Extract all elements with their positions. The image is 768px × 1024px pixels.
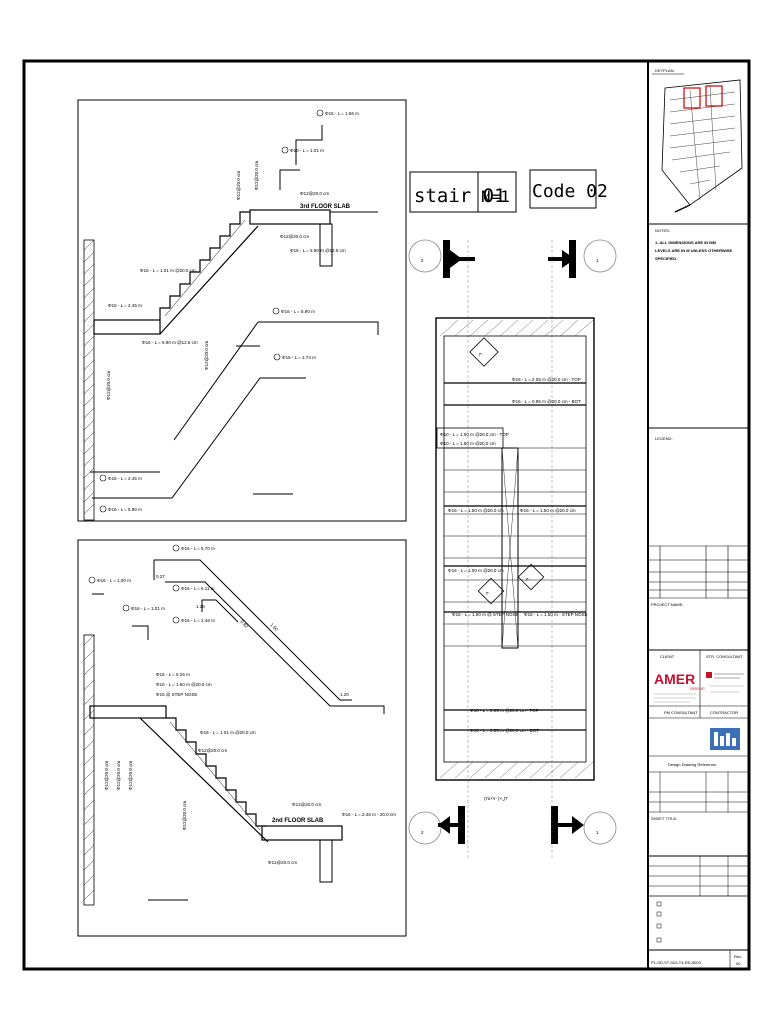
plan-bar: Φ16 - L = 2.05 m @20.0 cm - TOP: [470, 708, 539, 713]
bar-label: Φ16 - L = 1.01 m @20.0 cm: [140, 268, 196, 273]
bar-label: Φ12@20.0 cm: [280, 234, 309, 239]
svg-text:AMER: AMER: [654, 671, 695, 687]
plan-bar: Φ16 - L = 1.50 m @20.0 cm: [448, 508, 504, 513]
bar-label: Φ16 - L = 1.60 m @20.0 cm: [156, 682, 212, 687]
section-a: 3rd FLOOR SLAB Φ12@20.0 cm Φ12@20.0 cm Φ…: [77, 99, 407, 522]
bar-label: Φ16 - L = 2.74 m: [282, 355, 316, 360]
rev-value: 00: [736, 961, 741, 966]
bar-label: Φ12@20.0 cm: [198, 748, 227, 753]
client-logo: AMER GROUP: [654, 671, 705, 703]
section-marker: 1: [548, 239, 617, 278]
svg-text:1: 1: [596, 830, 599, 835]
keyplan-title: KEYPLAN:: [655, 68, 675, 73]
bar-label: Φ16 @ STEP NOSE: [156, 692, 197, 697]
slab-label-3rd: 3rd FLOOR SLAB: [300, 204, 351, 210]
pm-consultant-label: PM CONSULTANT: [664, 710, 698, 715]
client-label: CLIENT: [660, 654, 675, 659]
section-marker: 2: [408, 806, 465, 845]
section-b: 2nd FLOOR SLAB Φ16 - L = 5.70 m 0.27 1.2…: [77, 539, 407, 937]
bar-label: Φ12@20.0 cm: [116, 761, 121, 790]
bar-label: Φ12@20.0 cm: [106, 371, 111, 400]
svg-text:2: 2: [421, 830, 424, 835]
dim-label: 1.50: [269, 622, 279, 632]
design-ref-label: Design Drawing Reference:: [668, 762, 717, 767]
level-tag: ٣٠: [517, 563, 545, 591]
bar-label: Φ12@20.0 cm: [128, 761, 133, 790]
consultant-logo: [706, 672, 744, 693]
slab-label-2nd: 2nd FLOOR SLAB: [272, 818, 324, 824]
bar-label: Φ16 - L = 5.70 m: [181, 546, 215, 551]
plan-bar: Φ10 - L = 1.00 m @20.0 cm - TOP: [440, 432, 509, 437]
notes-line-3: SPECIFIED.: [655, 256, 677, 261]
bar-label: Φ16 - L = 2.48 m - 20.0 cm: [342, 812, 396, 817]
notes-title: NOTES:: [655, 228, 670, 233]
bar-label: Φ16 - L = 1.00 m: [97, 578, 131, 583]
level-tag: ٣٠: [469, 337, 499, 367]
bar-label: Φ12@20.0 cm: [204, 341, 209, 370]
dim-label: 1.20: [196, 604, 205, 609]
code-label: Code 02: [532, 181, 608, 202]
stair-plan: stair 01 N=1 Code 02 2 1 2 1: [408, 169, 617, 860]
notes-line-2: LEVELS ARE IN M UNLESS OTHERWISE: [655, 248, 732, 253]
svg-text:٣٠: ٣٠: [479, 352, 484, 357]
bar-label: Φ12@20.0 cm: [236, 171, 241, 200]
legend-title: LEGEND:: [655, 436, 673, 441]
sheet-title-label: SHEET TITLE:: [651, 816, 677, 821]
dim-label: 0.27: [156, 574, 165, 579]
contractor-logo: [710, 728, 740, 750]
bar-label: Φ16 - L = 2.48 m: [181, 618, 215, 623]
beam-label: (٧٠×٢٥)×٣ل: [484, 796, 508, 801]
bar-label: Φ12@20.0 cm: [300, 191, 329, 196]
bar-label: Φ16 - L = 1.01 m @20.0 cm: [200, 730, 256, 735]
stair-label: stair 01: [414, 185, 506, 207]
svg-text:GROUP: GROUP: [690, 686, 705, 691]
rev-label: Rev.: [734, 954, 742, 959]
plan-bar: Φ16 - L = 1.00 m @ STEP NOSE: [452, 612, 519, 617]
contractor-label: CONTRACTOR: [710, 710, 738, 715]
plan-bar: Φ16 - L = 2.05 m @20.0 cm - TOP: [512, 377, 581, 382]
bar-label: Φ16 - L = 2.45 m: [108, 303, 142, 308]
plan-bar: Φ16 - L = 1.50 m - STEP NOSE: [524, 612, 588, 617]
level-tag: ٣٠: [477, 577, 505, 605]
notes-line-1: 1- ALL DIMENSIONS ARE IN MM: [655, 240, 717, 245]
bar-label: Φ16 - L = 5.90 m @12.5 cm: [290, 248, 346, 253]
bar-label: Φ12@20.0 cm: [182, 801, 187, 830]
bar-label: Φ12@20.0 cm: [268, 860, 297, 865]
svg-text:٣٠: ٣٠: [526, 577, 531, 582]
bar-label: Φ16 - L = 1.56 m: [325, 111, 359, 116]
bar-label: Φ16 - L = 5.90 m: [108, 507, 142, 512]
sheet-border: [22, 59, 751, 971]
bar-label: Φ12@20.0 cm: [254, 161, 259, 190]
bar-label: Φ12@20.0 cm: [104, 761, 109, 790]
section-marker: 2: [408, 239, 475, 278]
bar-label: Φ16 - L = 5.90 m: [281, 309, 315, 314]
title-block: KEYPLAN: NOTES: 1- ALL DIMENSIONS ARE IN…: [648, 68, 749, 969]
plan-bar: Φ16 - L = 1.00 m @20.0 cm: [448, 568, 504, 573]
n-label: N=1: [481, 187, 510, 206]
dim-label: 1.20: [340, 692, 349, 697]
svg-text:٣٠: ٣٠: [486, 591, 491, 596]
bar-label: Φ12@20.0 cm: [292, 802, 321, 807]
consultant-label: STR. CONSULTANT: [706, 654, 743, 659]
bar-label: Φ16 - L = 5.26 m: [156, 672, 190, 677]
bar-label: Φ16 - L = 1.01 m: [131, 606, 165, 611]
svg-text:2: 2: [421, 258, 424, 263]
bar-label: Φ16 - L = 5.90 m @12.5 cm: [142, 340, 198, 345]
plan-bar: Φ16 - L = 1.50 m @20.0 cm: [520, 508, 576, 513]
drawing-number: P1-SD-ST-S03-T4-RD-9003: [651, 960, 702, 965]
plan-bar: Φ16 - L = 0.85 m @20.0 cm - BOT: [470, 728, 539, 733]
plan-bar: Φ16 - L = 0.85 m @20.0 cm - BOT: [512, 399, 581, 404]
plan-bar: Φ10 - L = 1.60 m @20.0 cm: [440, 441, 496, 446]
keyplan-image: [661, 79, 743, 213]
bar-label: Φ16 - L = 2.45 m: [108, 476, 142, 481]
bar-label: Φ16 - L = 6.11 m: [181, 586, 215, 591]
bar-label: Φ10 - L = 1.01 m: [290, 148, 324, 153]
project-name-label: PROJECT NAME:: [651, 602, 683, 607]
dim-label: 0.92: [239, 619, 249, 629]
section-marker: 1: [551, 806, 617, 845]
svg-text:1: 1: [596, 258, 599, 263]
